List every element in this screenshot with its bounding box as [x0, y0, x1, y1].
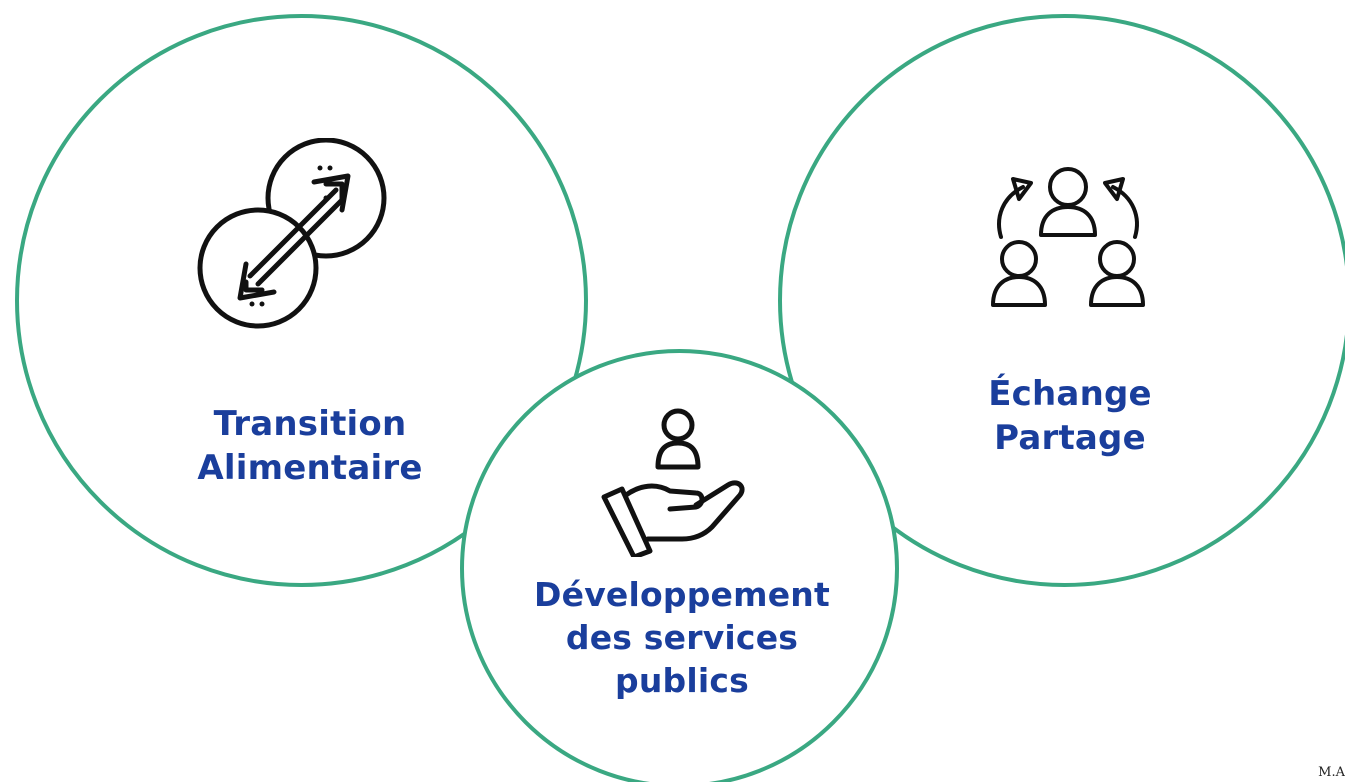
label-line: Alimentaire: [197, 448, 423, 489]
label-line: Partage: [994, 418, 1146, 459]
people-exchange-icon: [991, 167, 1145, 307]
label-line: Échange: [988, 374, 1152, 414]
circle-developpement-services-publics: [460, 349, 899, 782]
label-echange-partage: Échange Partage: [870, 372, 1270, 460]
label-line: des services: [565, 617, 799, 657]
hand-holding-person-icon: [601, 408, 745, 557]
label-developpement-services-publics: Développement des services publics: [480, 574, 884, 703]
label-line: Transition: [213, 404, 407, 444]
label-line: Développement: [534, 575, 830, 614]
label-line: publics: [615, 660, 749, 700]
label-transition-alimentaire: Transition Alimentaire: [120, 402, 500, 490]
footer-credit: M.A: [1318, 765, 1345, 780]
bidirectional-arrows-icon: [197, 138, 387, 329]
